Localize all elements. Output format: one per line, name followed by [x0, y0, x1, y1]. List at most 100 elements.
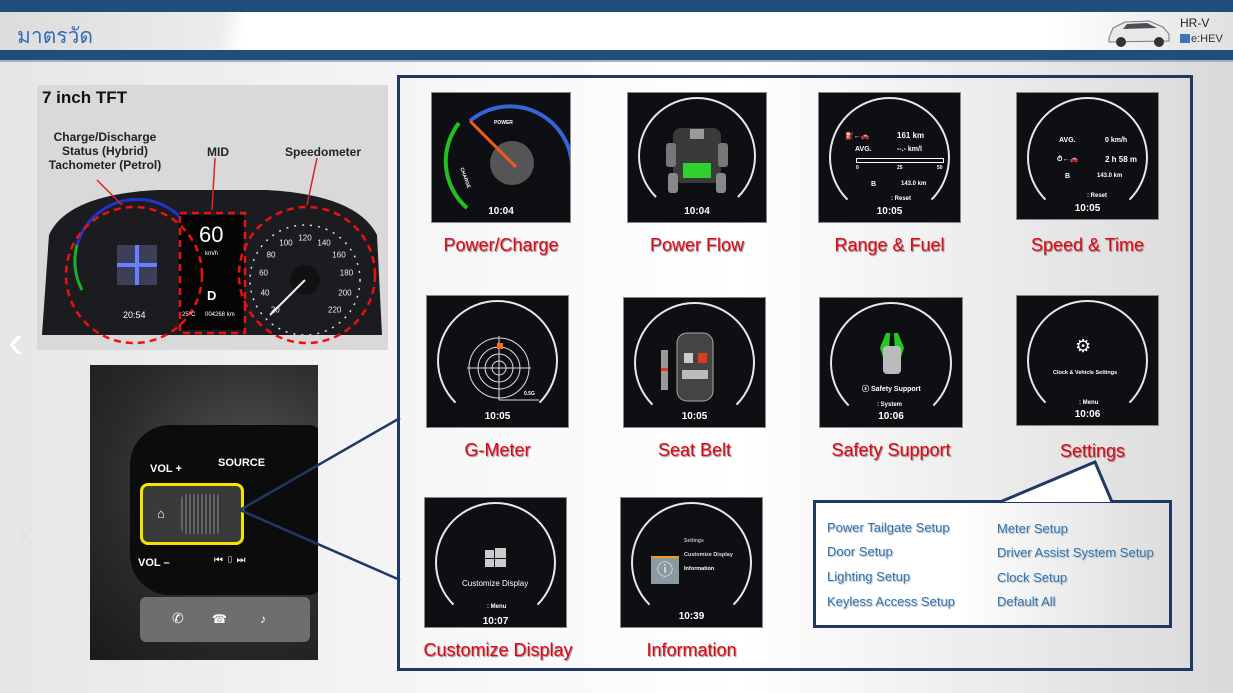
menu-keyless-access-setup[interactable]: Keyless Access Setup [827, 594, 955, 609]
screen-time: 10:06 [1074, 409, 1101, 420]
display-arc [437, 300, 558, 421]
ehev-icon [1180, 34, 1190, 43]
vol-up-button[interactable]: VOL + [150, 463, 182, 475]
vol-down-button[interactable]: VOL – [138, 557, 170, 569]
settings-title: Clock & Vehicle Settings [1053, 370, 1118, 376]
screen-settings: ⚙ Clock & Vehicle Settings : Menu 10:06 [1016, 295, 1159, 426]
menu-door-setup[interactable]: Door Setup [827, 544, 893, 559]
reset-hint: : Reset [1087, 193, 1108, 199]
hangup-icon[interactable]: ☎ [212, 612, 227, 626]
charge-status-label: Charge/Discharge Status (Hybrid) Tachome… [48, 130, 162, 172]
display-arc [1027, 300, 1148, 421]
avg-speed-value: 0 km/h [1105, 137, 1128, 144]
menu-lighting-setup[interactable]: Lighting Setup [827, 569, 911, 584]
cluster-speed-unit: km/h [205, 251, 219, 257]
phone-icon[interactable]: ✆ [172, 610, 184, 626]
trip-value: 143.0 km [1097, 173, 1123, 179]
track-skip-icon[interactable]: ⏮ ▯ ⏭ [214, 555, 246, 566]
source-button[interactable]: SOURCE [218, 457, 266, 469]
speed-tick-label: 160 [332, 250, 346, 260]
system-hint: : System [877, 402, 903, 408]
customize-display-title: Customize Display [462, 579, 529, 588]
reset-hint: : Reset [891, 196, 912, 202]
avg-speed-label: AVG. [1059, 137, 1076, 144]
display-arc [631, 502, 752, 623]
information-icon: ⓘ [651, 556, 679, 584]
screen-time: 10:05 [1074, 203, 1101, 214]
page-title: มาตรวัด [17, 25, 93, 48]
menu-item-customize-display: Customize Display [684, 552, 733, 558]
screen-seat-belt: 10:05 [623, 297, 766, 428]
screen-time: 10:04 [488, 206, 514, 217]
menu-default-all[interactable]: Default All [997, 594, 1056, 609]
cluster-gear: D [207, 288, 217, 303]
cluster-speed: 60 [199, 222, 224, 247]
instrument-cluster-image: 7 inch TFT Charge/Discharge Status (Hybr… [37, 85, 388, 350]
previous-slide-chevron-icon[interactable]: ‹ [8, 315, 24, 367]
avg-label: AVG. [855, 146, 872, 153]
screen-time: 10:05 [484, 411, 511, 422]
scale-tick: 0 [856, 165, 859, 171]
voice-command-icon[interactable]: ♪ [260, 612, 266, 626]
screen-g-meter: 0.5G 10:05 [426, 295, 569, 428]
label-customize-display: Customize Display [423, 640, 573, 660]
display-modes-frame [397, 75, 1193, 671]
settings-submenu: Power Tailgate Setup Door Setup Lighting… [813, 500, 1172, 628]
speed-tick-label: 60 [259, 268, 268, 278]
cluster-temp: 25°C [182, 312, 196, 318]
fuel-economy-bar [856, 158, 944, 163]
elapsed-time-icon: ⏱←🚗 [1057, 156, 1079, 163]
elapsed-time-value: 2 h 58 m [1105, 155, 1138, 164]
speed-tick-label: 220 [328, 305, 342, 315]
screen-range-fuel: ⛽←🚗 161 km AVG. --.- km/l 0 25 50 B 143.… [818, 92, 961, 223]
power-gauge [443, 104, 570, 210]
menu-hint: : Menu [487, 604, 507, 610]
car-logo-image [1108, 20, 1170, 47]
cluster-graphic [42, 157, 382, 345]
menu-item-settings: Settings [684, 538, 704, 544]
menu-driver-assist-setup[interactable]: Driver Assist System Setup [997, 545, 1154, 560]
trip-label: B [871, 181, 877, 188]
g-scale-label: 0.5G [524, 391, 535, 397]
label-safety-support: Safety Support [831, 440, 951, 460]
range-icon: ⛽←🚗 [845, 133, 870, 140]
menu-clock-setup[interactable]: Clock Setup [997, 570, 1068, 585]
label-range-fuel: Range & Fuel [834, 235, 945, 255]
steering-wheel-controls-image: VOL + SOURCE ⌂ VOL – ⏮ ▯ ⏭ ✆ ☎ ♪ [90, 365, 318, 660]
display-arc [1027, 97, 1148, 218]
screen-speed-time: AVG. 0 km/h ⏱←🚗 2 h 58 m B 143.0 km : Re… [1016, 92, 1159, 220]
label-speed-time: Speed & Time [1030, 235, 1145, 255]
screen-customize-display: Customize Display : Menu 10:07 [424, 497, 567, 628]
trip-label: B [1065, 173, 1071, 180]
label-information: Information [646, 640, 737, 660]
menu-meter-setup[interactable]: Meter Setup [997, 521, 1068, 536]
slide-mark: K [20, 527, 33, 547]
safety-support-title: ⓢ Safety Support [862, 386, 921, 393]
speed-tick-label: 140 [317, 238, 331, 248]
display-arc [435, 502, 556, 623]
logo-model: HR-V [1180, 16, 1210, 30]
thumbwheel-selector[interactable] [181, 494, 221, 534]
speed-tick-label: 180 [339, 268, 354, 278]
power-label: POWER [494, 120, 513, 126]
label-settings: Settings [1059, 441, 1126, 461]
menu-hint: : Menu [1079, 400, 1099, 406]
range-value: 161 km [897, 131, 925, 140]
power-flow-car-icon [666, 128, 728, 193]
scale-tick: 50 [937, 165, 943, 171]
speed-tick-label: 120 [298, 233, 312, 243]
screen-time: 10:05 [681, 411, 708, 422]
screen-time: 10:07 [482, 616, 509, 627]
cluster-time: 20:54 [123, 310, 146, 320]
header-band [0, 50, 1233, 62]
label-power-charge: Power/Charge [443, 235, 559, 255]
menu-power-tailgate-setup[interactable]: Power Tailgate Setup [827, 520, 950, 535]
screen-information: ⓘ Settings Customize Display Information… [620, 497, 763, 628]
cluster-odo: 004268 km [205, 312, 235, 318]
screen-power-flow: 10:04 [627, 92, 767, 223]
home-icon[interactable]: ⌂ [157, 506, 165, 521]
seat-belt-car-icon [661, 332, 714, 402]
screen-time: 10:04 [684, 206, 710, 217]
label-g-meter: G-Meter [464, 440, 531, 460]
avg-fuel-value: --.- km/l [897, 146, 922, 153]
